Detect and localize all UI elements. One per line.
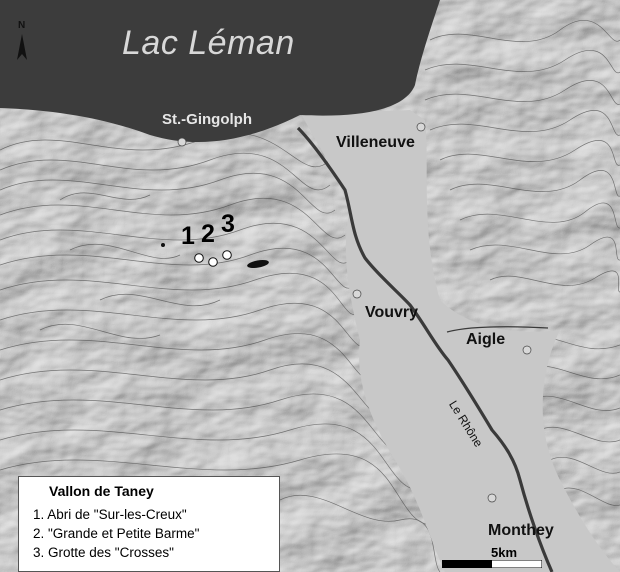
legend-item-3: 3. Grotte des "Crosses"	[33, 545, 174, 560]
lake-name: Lac Léman	[122, 24, 295, 62]
north-arrow-icon	[17, 34, 27, 60]
north-label: N	[18, 20, 26, 31]
site-number-2: 2	[201, 220, 215, 248]
place-vouvry: Vouvry	[365, 304, 419, 321]
site-marker-1	[194, 253, 204, 263]
lake-leman	[0, 0, 440, 143]
legend-box: Vallon de Taney 1. Abri de "Sur-les-Creu…	[18, 476, 280, 572]
scale-label: 5km	[491, 545, 518, 560]
place-monthey: Monthey	[488, 522, 554, 539]
legend-item-2: 2. "Grande et Petite Barme"	[33, 526, 200, 541]
border-line	[296, 126, 554, 572]
place-villeneuve: Villeneuve	[336, 134, 415, 151]
rhone-valley	[300, 110, 620, 572]
place-st-gingolph: St.-Gingolph	[162, 111, 252, 128]
legend-item-1: 1. Abri de "Sur-les-Creux"	[33, 507, 187, 522]
taney-lake	[247, 259, 269, 269]
site-marker-3	[222, 250, 232, 260]
site-number-3: 3	[221, 210, 235, 238]
legend-title: Vallon de Taney	[49, 483, 154, 499]
scale-bar	[442, 560, 542, 568]
site-marker-2	[208, 257, 218, 267]
site-number-1: 1	[181, 222, 195, 250]
place-aigle: Aigle	[466, 331, 506, 348]
